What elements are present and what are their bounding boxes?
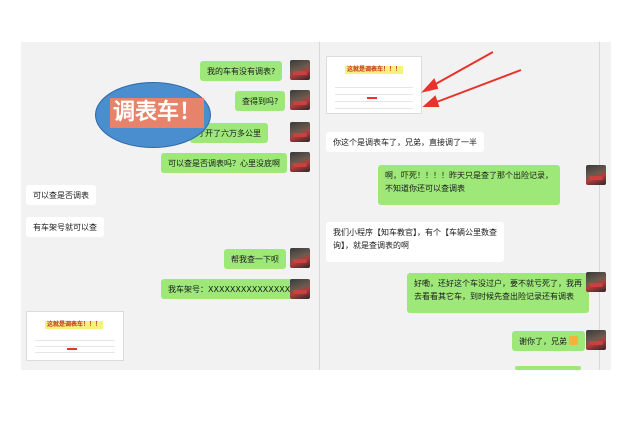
message-line: 好嘞，还好这个车没过户，要不就亏死了，我再 xyxy=(414,279,582,288)
thumbs-up-icon xyxy=(569,336,578,345)
thumbnail-row xyxy=(335,94,413,95)
message-bubble[interactable]: 可以查是否调表 xyxy=(26,185,96,205)
right-divider xyxy=(599,42,600,370)
thumbnail-highlight xyxy=(367,97,377,99)
avatar[interactable] xyxy=(290,152,310,172)
avatar[interactable] xyxy=(290,248,310,268)
avatar[interactable] xyxy=(290,279,310,299)
avatar[interactable] xyxy=(586,272,606,292)
image-message-thumbnail[interactable]: 这就是调表车！！！ xyxy=(326,56,422,114)
image-message-thumbnail[interactable]: 这就是调表车！！！ xyxy=(26,311,124,361)
message-bubble[interactable]: 谢你了，兄弟 xyxy=(512,331,585,351)
thumbnail-row xyxy=(335,108,413,109)
message-line: 啊，吓死！！！！昨天只是查了那个出险记录， xyxy=(385,171,553,180)
message-line: 我们小程序【知车教官】，有个【车辆公里数查 xyxy=(333,228,497,237)
thumbnail-title: 这就是调表车！！！ xyxy=(45,321,104,329)
message-bubble[interactable]: 才开了六万多公里 xyxy=(190,123,268,143)
message-bubble[interactable]: 你这个是调表车了，兄弟，直接调了一半 xyxy=(326,132,484,152)
callout-label: 调表车！ xyxy=(110,98,205,128)
message-line: 询】，就是查调表的啊 xyxy=(333,241,409,250)
message-bubble[interactable]: 我们小程序【知车教官】，有个【车辆公里数查 询】，就是查调表的啊 xyxy=(326,222,504,262)
message-line: 不知道你还可以查调表 xyxy=(385,184,465,193)
message-bubble[interactable]: 好嘞，还好这个车没过户，要不就亏死了，我再 去看看其它车，到时候先查出险记录还有… xyxy=(407,273,589,313)
thumbnail-row xyxy=(335,87,413,88)
message-bubble[interactable]: 可以查是否调表吗？心里没底啊 xyxy=(161,153,287,173)
thumbnail-row xyxy=(35,346,115,347)
avatar[interactable] xyxy=(586,165,606,185)
message-bubble[interactable]: 我的车有没有调表? xyxy=(200,61,283,81)
message-text: 谢你了，兄弟 xyxy=(519,337,567,346)
left-divider xyxy=(319,42,320,370)
avatar[interactable] xyxy=(290,60,310,80)
message-bubble[interactable]: 查得到吗? xyxy=(235,91,286,111)
message-bubble[interactable]: 啊，吓死！！！！昨天只是查了那个出险记录， 不知道你还可以查调表 xyxy=(378,165,560,205)
thumbnail-row xyxy=(35,352,115,353)
thumbnail-highlight xyxy=(67,348,77,350)
message-line: 去看看其它车，到时候先查出险记录还有调表 xyxy=(414,292,574,301)
message-bubble[interactable]: 我车架号：XXXXXXXXXXXXXXX xyxy=(161,279,298,299)
thumbnail-row xyxy=(35,340,115,341)
avatar[interactable] xyxy=(586,330,606,350)
message-bubble-partial xyxy=(515,366,581,370)
thumbnail-title: 这就是调表车！！！ xyxy=(345,66,404,74)
message-bubble[interactable]: 有车架号就可以查 xyxy=(26,217,104,237)
message-bubble[interactable]: 帮我查一下呗 xyxy=(224,249,286,269)
avatar[interactable] xyxy=(290,122,310,142)
thumbnail-row xyxy=(335,101,413,102)
avatar[interactable] xyxy=(290,90,310,110)
